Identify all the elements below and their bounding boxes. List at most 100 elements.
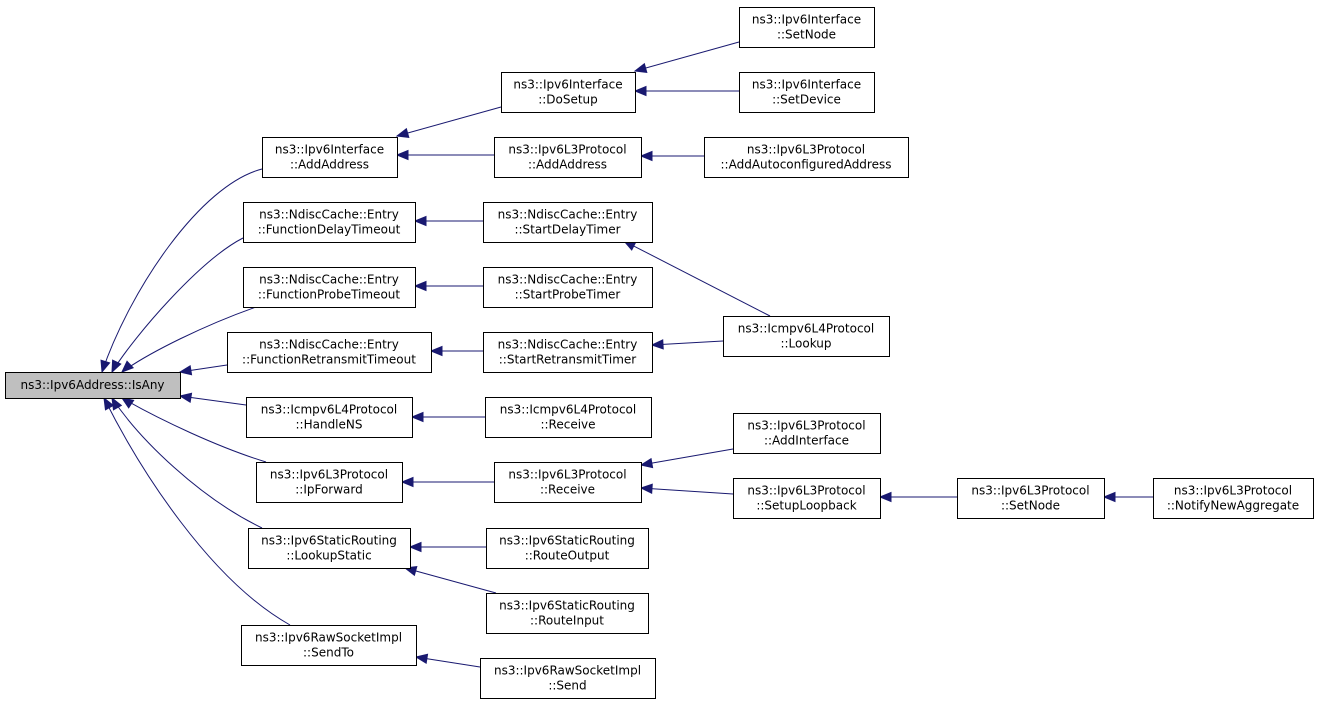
node-label-line: ns3::Ipv6L3Protocol [508, 143, 626, 157]
node-nd_srt[interactable]: ns3::NdiscCache::Entry::StartRetransmitT… [483, 332, 653, 373]
node-l3_ipfwd[interactable]: ns3::Ipv6L3Protocol::IpForward [256, 462, 403, 503]
edge-arrowhead [413, 215, 427, 227]
node-box [485, 397, 652, 438]
edge-arrowhead [400, 476, 414, 488]
edge-arrowhead [410, 411, 424, 423]
edge-icmp_recv-to-icmp_hns [410, 411, 485, 423]
edge-raw_send-to-raw_sendto [414, 653, 481, 668]
node-label-line: ns3::Ipv6Interface [275, 143, 384, 157]
node-sr_routein[interactable]: ns3::Ipv6StaticRouting::RouteInput [486, 593, 649, 634]
node-label-line: ns3::Icmpv6L4Protocol [500, 403, 636, 417]
edge-line [640, 487, 734, 495]
node-box [486, 593, 649, 634]
node-box [243, 267, 416, 308]
node-label-line: ::NotifyNewAggregate [1167, 499, 1299, 513]
node-label-line: ::RouteOutput [525, 549, 610, 563]
node-l3_autoconf[interactable]: ns3::Ipv6L3Protocol::AddAutoconfiguredAd… [704, 137, 909, 178]
node-label-line: ns3::Ipv6RawSocketImpl [494, 664, 641, 678]
node-l3_recv[interactable]: ns3::Ipv6L3Protocol::Receive [494, 462, 642, 503]
edge-arrowhead [178, 392, 193, 403]
node-label-line: ::Receive [540, 483, 595, 497]
node-label-line: ::SetNode [1001, 499, 1060, 513]
node-label-line: ::SetupLoopback [756, 499, 856, 513]
node-label-line: ns3::Ipv6L3Protocol [1174, 484, 1292, 498]
node-box [1153, 478, 1314, 519]
edge-line [121, 306, 257, 373]
node-box [704, 137, 909, 178]
node-box [494, 462, 642, 503]
edge-arrowhead [429, 345, 443, 357]
node-nd_spt[interactable]: ns3::NdiscCache::Entry::StartProbeTimer [483, 267, 653, 308]
node-sr_routeout[interactable]: ns3::Ipv6StaticRouting::RouteOutput [486, 528, 649, 569]
node-label-line: ns3::Ipv6L3Protocol [747, 419, 865, 433]
node-label-line: ::AddAddress [290, 158, 369, 172]
edge-arrowhead [408, 541, 422, 553]
node-label-line: ::StartRetransmitTimer [499, 353, 637, 367]
node-label-line: ns3::NdiscCache::Entry [259, 208, 399, 222]
edge-arrowhead [395, 127, 410, 138]
node-nd_sdt[interactable]: ns3::NdiscCache::Entry::StartDelayTimer [483, 202, 653, 243]
edge-arrowhead [100, 359, 111, 374]
edge-arrowhead [650, 339, 664, 350]
node-if_setdev[interactable]: ns3::Ipv6Interface::SetDevice [739, 72, 875, 113]
edge-nd_fpt-to-isany [121, 306, 257, 373]
node-label-line: ns3::Ipv6Interface [752, 78, 861, 92]
edge-sr_routeout-to-sr_lookup [408, 541, 486, 553]
edge-sr_lookup-to-isany [111, 396, 263, 529]
node-box [733, 413, 881, 454]
node-sr_lookup[interactable]: ns3::Ipv6StaticRouting::LookupStatic [248, 528, 411, 569]
edge-raw_sendto-to-isany [103, 396, 291, 626]
node-l3_nna[interactable]: ns3::Ipv6L3Protocol::NotifyNewAggregate [1153, 478, 1314, 519]
node-label-line: ns3::NdiscCache::Entry [259, 338, 399, 352]
edge-line [640, 448, 734, 466]
edge-l3_setnode-to-l3_setuplb [878, 491, 957, 503]
node-label-line: ::Receive [540, 418, 595, 432]
node-label-line: ns3::Ipv6Interface [513, 78, 622, 92]
node-icmp_recv[interactable]: ns3::Icmpv6L4Protocol::Receive [485, 397, 652, 438]
node-isany[interactable]: ns3::Ipv6Address::IsAny [5, 372, 181, 399]
edge-arrowhead [111, 396, 123, 411]
node-label-line: ::FunctionDelayTimeout [258, 223, 401, 237]
node-label-line: ::IpForward [295, 483, 363, 497]
node-label-line: ::AddAddress [528, 158, 607, 172]
node-nd_fdt[interactable]: ns3::NdiscCache::Entry::FunctionDelayTim… [243, 202, 416, 243]
node-if_setnode[interactable]: ns3::Ipv6Interface::SetNode [739, 7, 875, 48]
edge-nd_fdt-to-isany [111, 237, 244, 374]
node-label-line: ::Send [548, 679, 586, 693]
edge-l3_autoconf-to-l3_addaddr [639, 150, 704, 162]
node-box [256, 462, 403, 503]
node-l3_setnode[interactable]: ns3::Ipv6L3Protocol::SetNode [957, 478, 1105, 519]
edge-if_dosetup-to-if_addaddr [395, 106, 502, 138]
node-label-line: ns3::Ipv6Address::IsAny [20, 378, 164, 392]
node-label-line: ::LookupStatic [286, 549, 371, 563]
edge-arrowhead [633, 85, 647, 97]
node-nd_fpt[interactable]: ns3::NdiscCache::Entry::FunctionProbeTim… [243, 267, 416, 308]
node-box [227, 332, 432, 373]
edge-nd_spt-to-nd_fpt [413, 280, 483, 292]
node-l3_addif[interactable]: ns3::Ipv6L3Protocol::AddInterface [733, 413, 881, 454]
node-raw_send[interactable]: ns3::Ipv6RawSocketImpl::Send [480, 658, 656, 699]
node-label-line: ns3::Ipv6L3Protocol [270, 468, 388, 482]
node-label-line: ns3::NdiscCache::Entry [498, 338, 638, 352]
node-box [483, 267, 653, 308]
node-nd_frt[interactable]: ns3::NdiscCache::Entry::FunctionRetransm… [227, 332, 432, 373]
node-icmp_lookup[interactable]: ns3::Icmpv6L4Protocol::Lookup [723, 316, 890, 357]
node-box [483, 202, 653, 243]
node-label-line: ns3::Icmpv6L4Protocol [261, 403, 397, 417]
node-l3_setuplb[interactable]: ns3::Ipv6L3Protocol::SetupLoopback [733, 478, 881, 519]
node-label-line: ns3::Ipv6Interface [752, 13, 861, 27]
edge-line [634, 41, 740, 72]
node-label-line: ns3::NdiscCache::Entry [259, 273, 399, 287]
node-if_dosetup[interactable]: ns3::Ipv6Interface::DoSetup [501, 72, 636, 113]
node-label-line: ns3::NdiscCache::Entry [498, 273, 638, 287]
node-l3_addaddr[interactable]: ns3::Ipv6L3Protocol::AddAddress [494, 137, 642, 178]
node-icmp_hns[interactable]: ns3::Icmpv6L4Protocol::HandleNS [246, 397, 413, 438]
edge-arrowhead [1102, 491, 1116, 503]
edge-arrowhead [103, 396, 115, 411]
node-box [733, 478, 881, 519]
edge-line [111, 237, 244, 373]
node-box [243, 202, 416, 243]
node-label-line: ::StartProbeTimer [515, 288, 621, 302]
node-if_addaddr[interactable]: ns3::Ipv6Interface::AddAddress [262, 137, 398, 178]
node-raw_sendto[interactable]: ns3::Ipv6RawSocketImpl::SendTo [241, 625, 417, 666]
